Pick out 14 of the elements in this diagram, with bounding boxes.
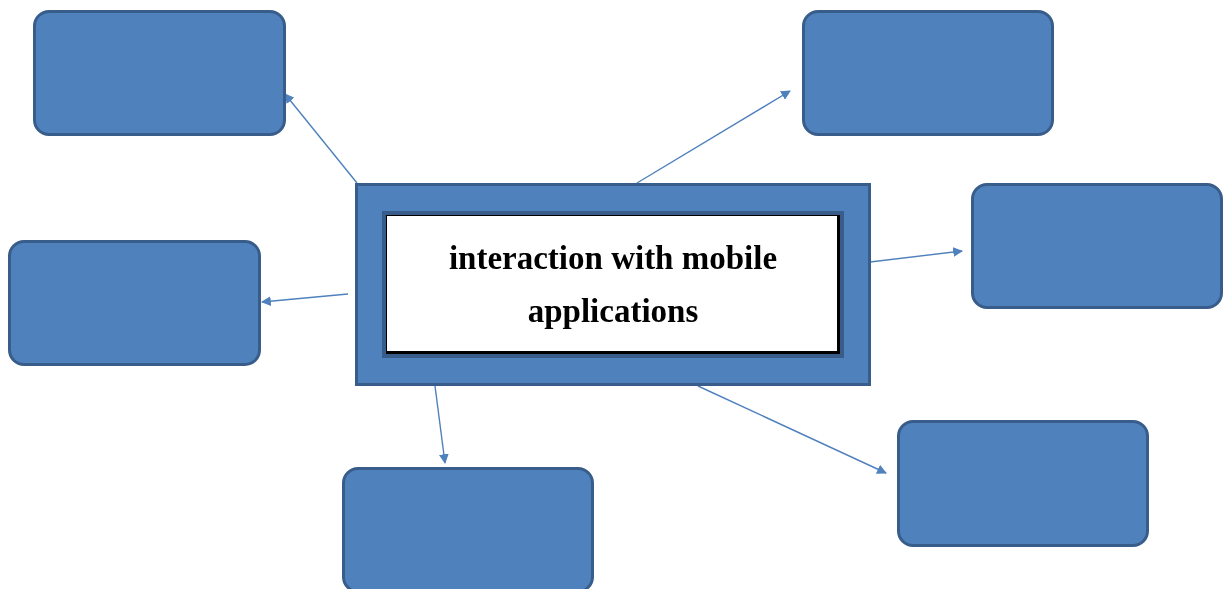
- title-frame: [355, 183, 871, 386]
- arrow: [869, 247, 963, 263]
- empty-box: [897, 420, 1149, 547]
- arrow: [697, 385, 887, 474]
- empty-box: [33, 10, 286, 136]
- empty-box: [342, 467, 594, 589]
- empty-box: [971, 183, 1223, 309]
- arrow: [284, 93, 358, 184]
- empty-box: [8, 240, 261, 366]
- title-text: interaction with mobile applications: [447, 238, 779, 331]
- arrow: [434, 385, 449, 464]
- arrow: [636, 90, 791, 184]
- empty-box: [802, 10, 1054, 136]
- arrow: [261, 293, 349, 307]
